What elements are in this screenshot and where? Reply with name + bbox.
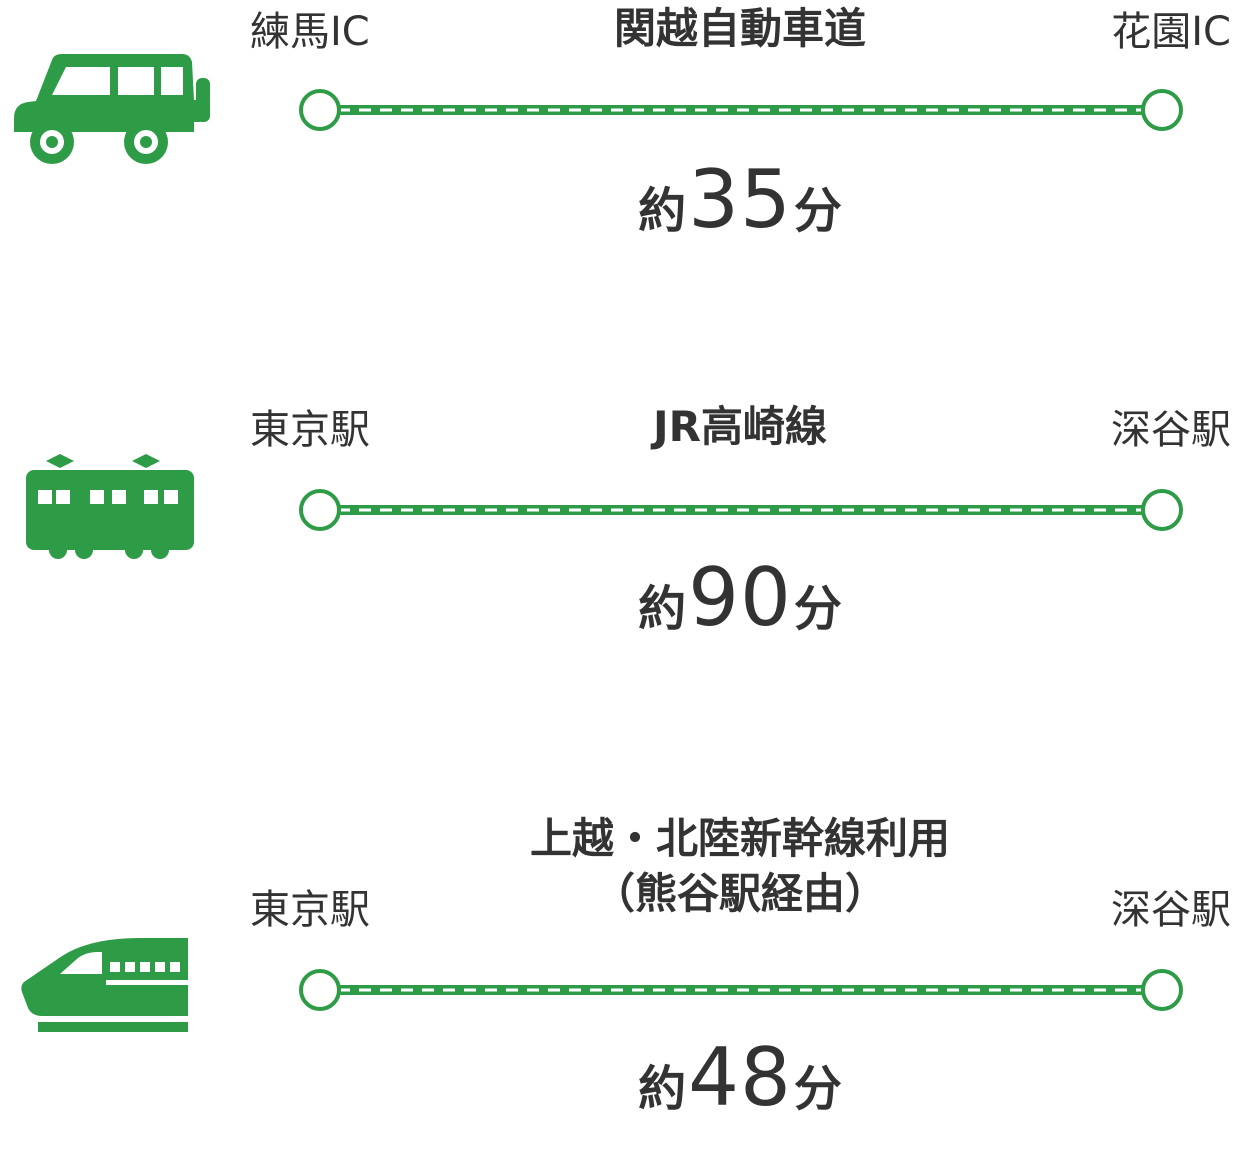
train-icon (26, 454, 194, 559)
destination-node (1141, 89, 1183, 131)
travel-time: 約90分 (638, 551, 842, 644)
route-line (299, 489, 1183, 531)
route-name: 上越・北陸新幹線利用 （熊谷駅経由） (529, 814, 950, 918)
destination-node (1141, 969, 1183, 1011)
car-icon (14, 54, 210, 164)
destination-label: 花園IC (1111, 9, 1231, 55)
shinkansen-icon (21, 938, 189, 1032)
route-line (299, 89, 1183, 131)
origin-label: 練馬IC (250, 9, 370, 55)
origin-node (299, 969, 341, 1011)
travel-time: 約35分 (638, 153, 842, 246)
travel-time: 約48分 (638, 1031, 842, 1124)
origin-node (299, 489, 341, 531)
origin-node (299, 89, 341, 131)
origin-label: 東京駅 (250, 407, 370, 453)
origin-label: 東京駅 (250, 887, 370, 933)
route-line (299, 969, 1183, 1011)
destination-label: 深谷駅 (1111, 887, 1231, 933)
destination-node (1141, 489, 1183, 531)
route-name: JR高崎線 (653, 402, 827, 451)
route-name: 関越自動車道 (613, 4, 866, 53)
destination-label: 深谷駅 (1111, 407, 1231, 453)
